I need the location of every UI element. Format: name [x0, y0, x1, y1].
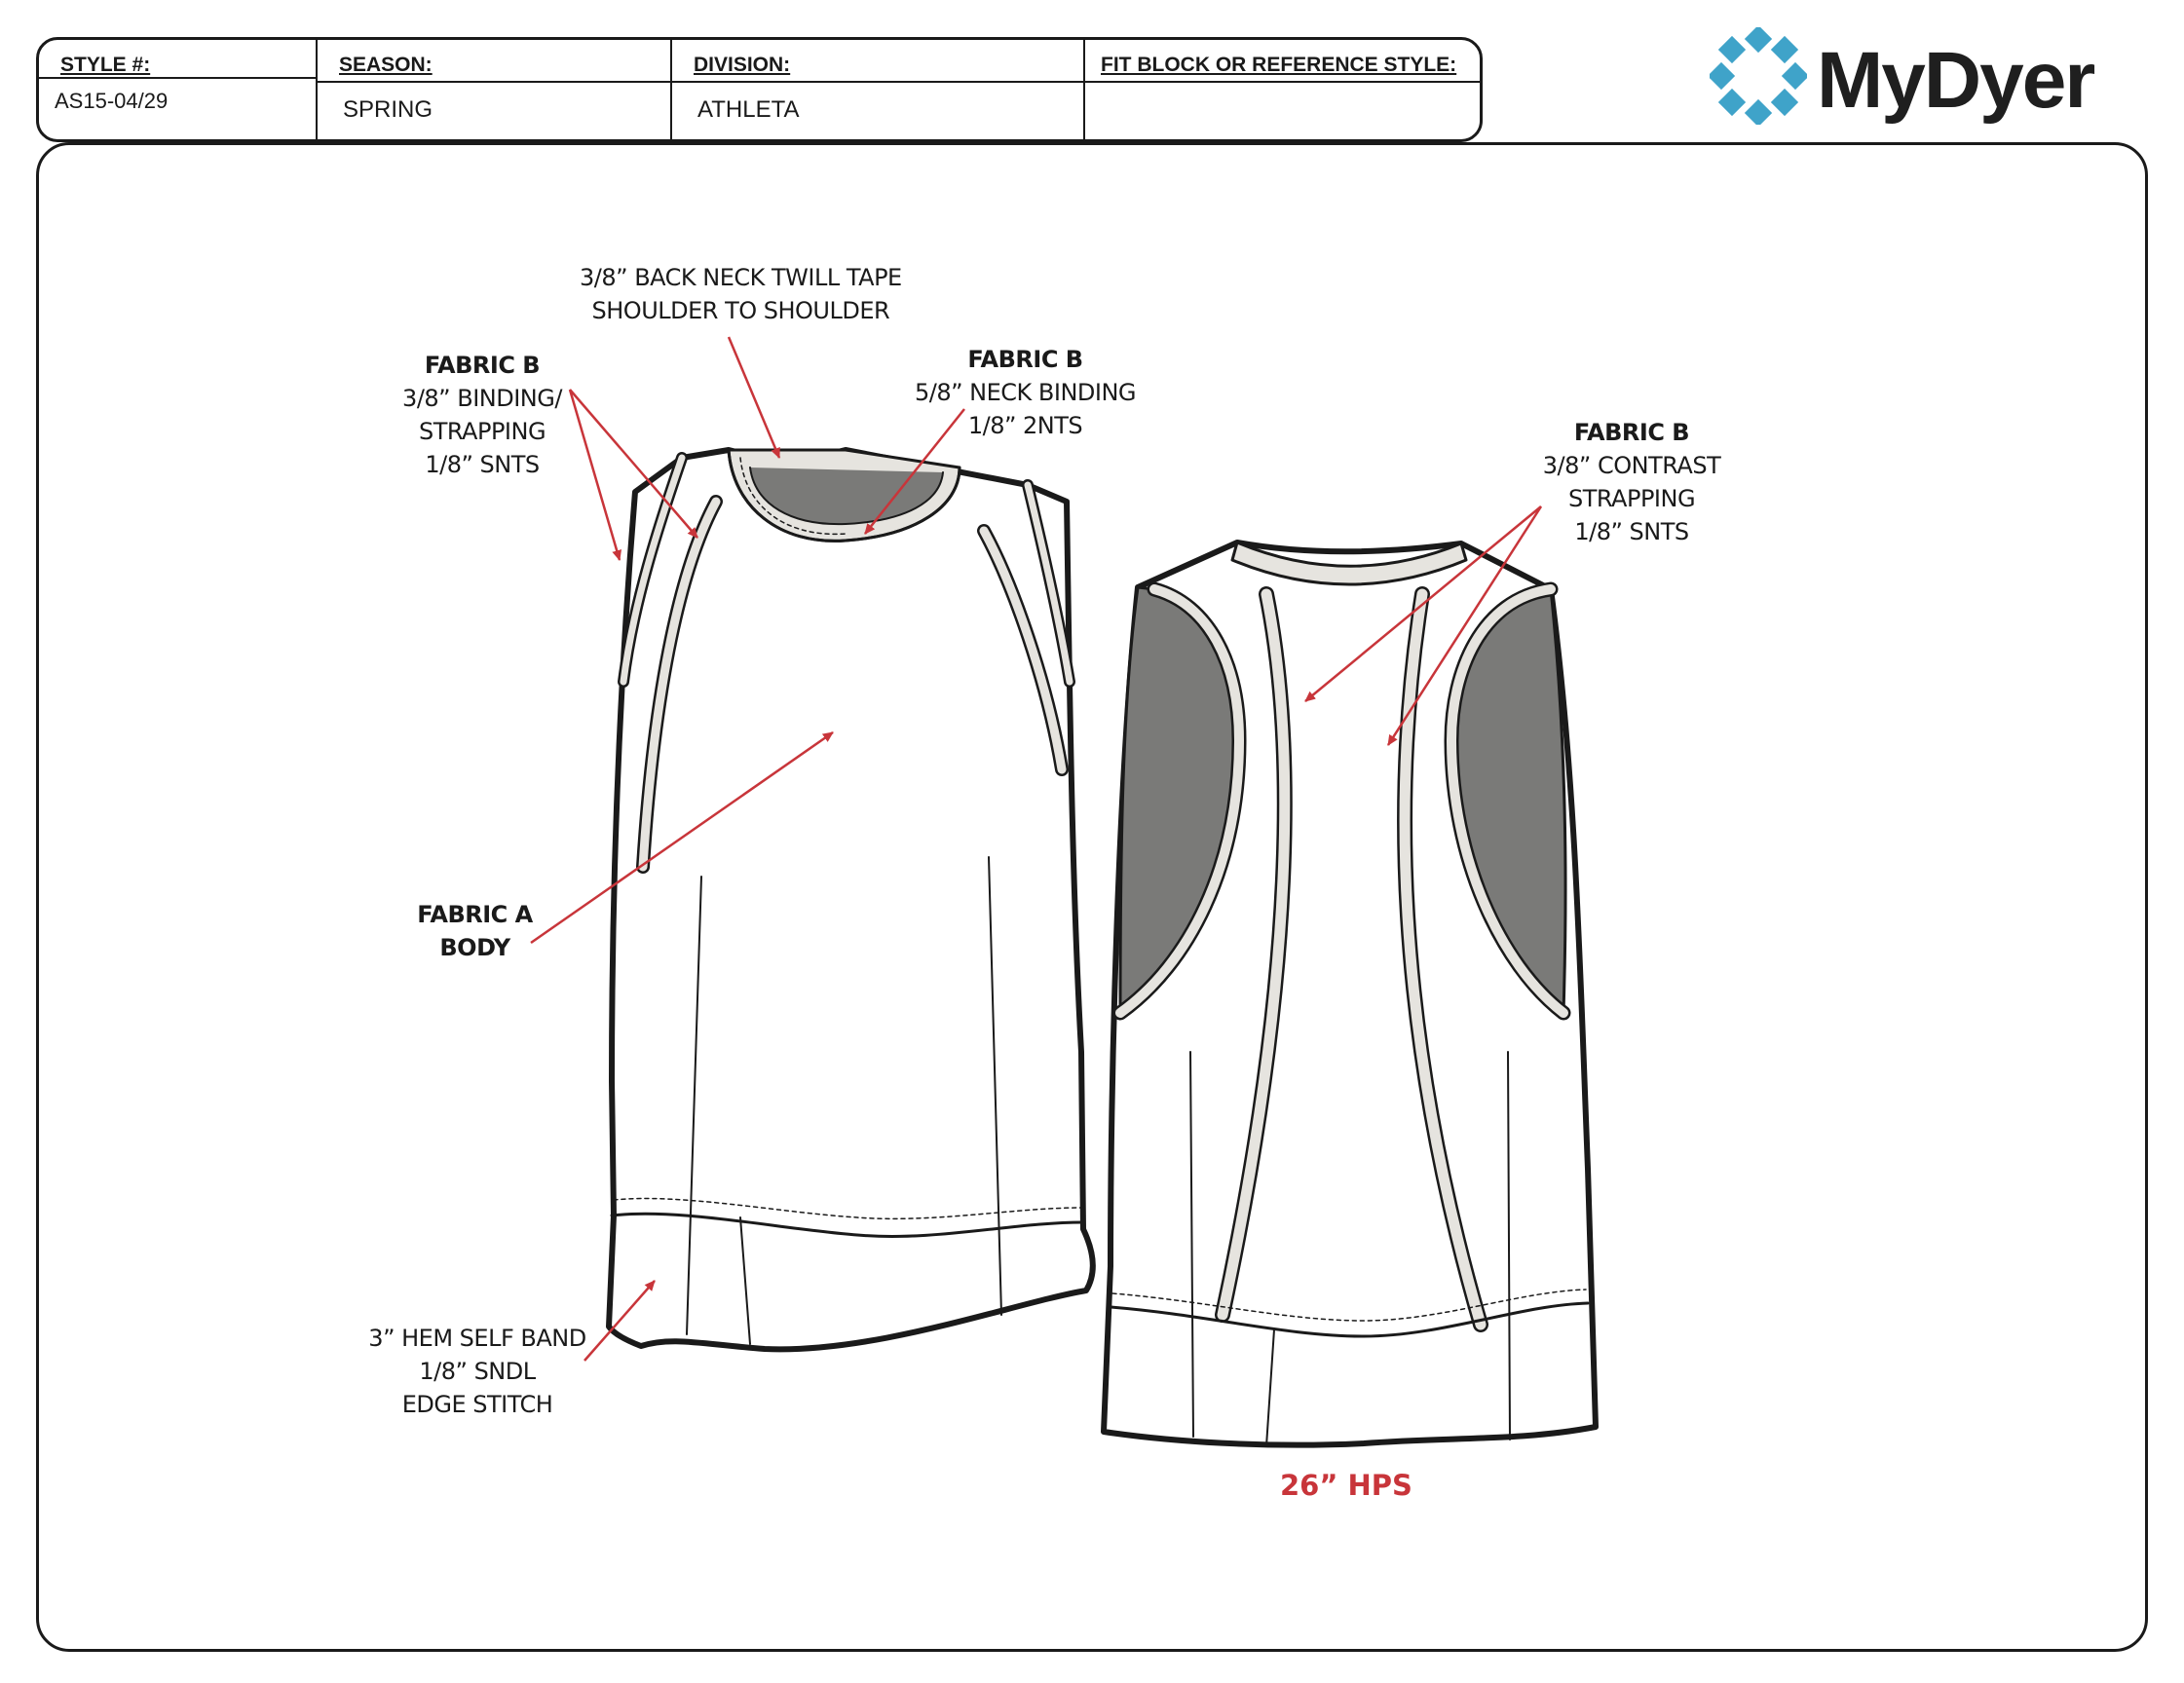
callout-back-neck-line2: SHOULDER TO SHOULDER — [591, 297, 890, 324]
front-view — [606, 447, 1096, 1353]
logo-wordmark: MyDyer — [1817, 36, 2095, 125]
mydyer-logo: MyDyer — [1707, 24, 2153, 128]
arrow-binding-outer — [568, 389, 622, 561]
callout-fabric-b-left-line1: 3/8” BINDING/ — [402, 385, 562, 412]
callout-fabric-a-line2: BODY — [439, 934, 510, 961]
fit-block-label: FIT BLOCK OR REFERENCE STYLE: — [1101, 54, 1457, 76]
season-value: SPRING — [343, 96, 433, 123]
arrow-contrast-strap-2 — [1386, 505, 1543, 746]
callout-arrows — [530, 336, 1543, 1362]
callout-fabric-b-right-title: FABRIC B — [1573, 419, 1690, 446]
callout-fabric-a: FABRIC A BODY — [414, 898, 536, 964]
front-hem-band — [610, 1212, 1085, 1238]
arrow-neck-binding — [864, 408, 965, 535]
callout-fabric-b-neck-line2: 1/8” 2NTS — [967, 412, 1083, 439]
fit-block-cell: FIT BLOCK OR REFERENCE STYLE: — [1083, 40, 1480, 139]
callout-fabric-b-right: FABRIC B 3/8” CONTRAST STRAPPING 1/8” SN… — [1539, 416, 1724, 548]
callout-back-neck-line1: 3/8” BACK NECK TWILL TAPE — [580, 264, 902, 291]
arrow-contrast-strap-1 — [1304, 505, 1542, 702]
callout-back-neck: 3/8” BACK NECK TWILL TAPE SHOULDER TO SH… — [580, 261, 902, 327]
callout-fabric-b-neck-title: FABRIC B — [967, 346, 1083, 373]
callout-fabric-b-neck: FABRIC B 5/8” NECK BINDING 1/8” 2NTS — [906, 343, 1145, 442]
logo-mark-icon — [1707, 24, 1810, 128]
season-cell: SEASON: SPRING — [316, 40, 672, 139]
callout-fabric-b-right-line2: STRAPPING — [1567, 485, 1696, 512]
division-value: ATHLETA — [697, 96, 800, 123]
style-cell: STYLE #: AS15-04/29 — [39, 40, 316, 139]
season-label: SEASON: — [339, 54, 433, 76]
callout-hem-line1: 3” HEM SELF BAND — [368, 1325, 586, 1352]
style-label: STYLE #: — [60, 54, 151, 76]
drawing-frame — [36, 142, 2148, 1652]
callout-fabric-b-left-line2: STRAPPING — [418, 418, 546, 445]
callout-fabric-b-right-line1: 3/8” CONTRAST — [1542, 452, 1721, 479]
header-divider — [316, 81, 1480, 83]
callout-hem-line2: 1/8” SNDL — [419, 1358, 536, 1385]
back-view — [1101, 540, 1599, 1448]
length-measurement: 26” HPS — [1280, 1469, 1412, 1502]
header-divider — [39, 77, 316, 79]
arrow-hem-band — [584, 1280, 656, 1362]
callout-fabric-b-neck-line1: 5/8” NECK BINDING — [914, 379, 1137, 406]
division-cell: DIVISION: ATHLETA — [670, 40, 1085, 139]
callout-fabric-a-line1: FABRIC A — [417, 901, 533, 928]
callout-fabric-b-right-line3: 1/8” SNTS — [1574, 518, 1689, 545]
callout-fabric-b-left: FABRIC B 3/8” BINDING/ STRAPPING 1/8” SN… — [395, 349, 570, 481]
callout-hem: 3” HEM SELF BAND 1/8” SNDL EDGE STITCH — [365, 1322, 589, 1421]
callout-fabric-b-left-line3: 1/8” SNTS — [425, 451, 540, 478]
callout-fabric-b-left-title: FABRIC B — [424, 352, 541, 379]
callout-hem-line3: EDGE STITCH — [401, 1391, 553, 1418]
style-value: AS15-04/29 — [55, 89, 169, 113]
spec-header-table: STYLE #: AS15-04/29 SEASON: SPRING DIVIS… — [36, 37, 1483, 142]
division-label: DIVISION: — [694, 54, 791, 76]
arrow-fabric-a — [530, 730, 834, 945]
arrow-back-neck — [727, 336, 781, 459]
front-body — [606, 447, 1096, 1353]
arrow-binding-inner — [569, 389, 698, 539]
back-hem-band — [1109, 1301, 1590, 1338]
